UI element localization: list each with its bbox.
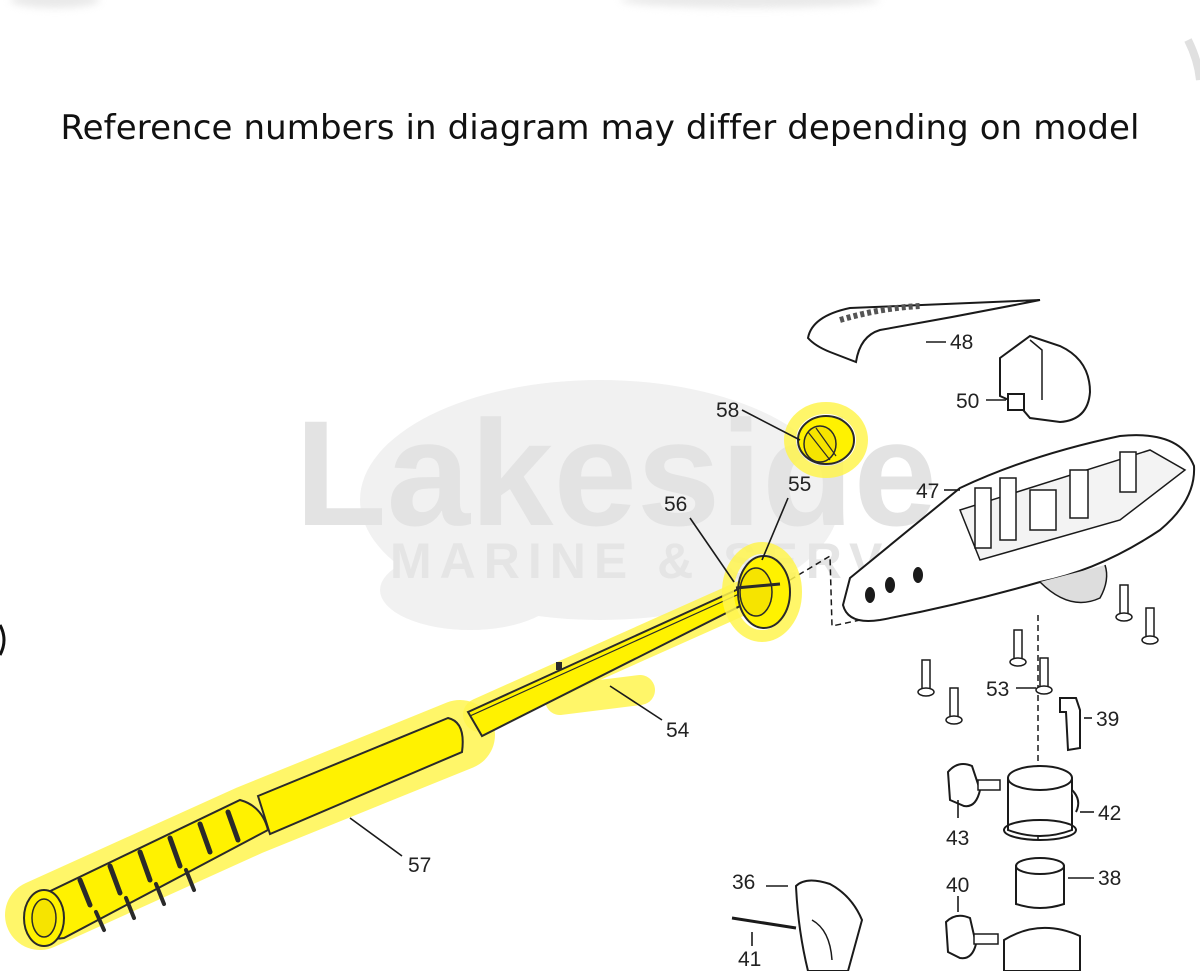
part-54-tiller-shaft <box>463 573 777 738</box>
callout-36: 36 <box>732 871 755 894</box>
screw <box>1115 584 1133 622</box>
callout-56: 56 <box>664 493 687 516</box>
callout-57: 57 <box>408 854 431 877</box>
alignment-line-head <box>789 554 861 627</box>
leader-lines <box>349 341 1094 946</box>
part-48-top-cover <box>806 299 1041 364</box>
callout-48: 48 <box>950 331 973 354</box>
part-43-knob <box>946 763 1001 808</box>
part-50-switch <box>999 334 1092 424</box>
part-47-head-housing <box>841 434 1196 622</box>
callout-39: 39 <box>1096 708 1119 731</box>
callout-41: 41 <box>738 948 761 971</box>
part-57-handle-grip <box>5 700 495 950</box>
part-41-pin <box>731 916 797 930</box>
screw <box>1035 657 1053 695</box>
screw <box>1141 607 1159 645</box>
part-56-pin <box>735 582 781 590</box>
callout-58: 58 <box>716 399 739 422</box>
top-edge-shadow-left <box>10 0 100 8</box>
part-42-collar <box>1003 765 1080 841</box>
part-38-sleeve <box>1015 857 1065 909</box>
part-58-cap <box>784 402 868 478</box>
diagram-caption: Reference numbers in diagram may differ … <box>60 108 1140 148</box>
top-edge-shadow-center <box>620 0 880 8</box>
bracket-bottom <box>1003 927 1081 971</box>
callout-42: 42 <box>1098 802 1121 825</box>
screws <box>917 584 1159 725</box>
left-edge-fragment <box>0 624 6 656</box>
callout-50: 50 <box>956 390 979 413</box>
part-36-lever <box>794 879 864 971</box>
callout-54: 54 <box>666 719 690 742</box>
screw <box>945 687 963 725</box>
part-40-knob <box>944 914 999 960</box>
part-55-flange <box>722 542 802 642</box>
callout-38: 38 <box>1098 867 1121 890</box>
callout-53: 53 <box>986 678 1009 701</box>
right-edge-fragment <box>1184 38 1200 81</box>
callouts: 48 50 47 58 56 55 54 57 53 39 42 43 38 4… <box>408 331 1121 971</box>
callout-55: 55 <box>788 473 811 496</box>
callout-47: 47 <box>916 480 939 503</box>
screw <box>917 659 935 697</box>
screw <box>1009 629 1027 667</box>
callout-40: 40 <box>946 874 969 897</box>
part-39-clip <box>1059 697 1081 752</box>
callout-43: 43 <box>946 827 969 850</box>
